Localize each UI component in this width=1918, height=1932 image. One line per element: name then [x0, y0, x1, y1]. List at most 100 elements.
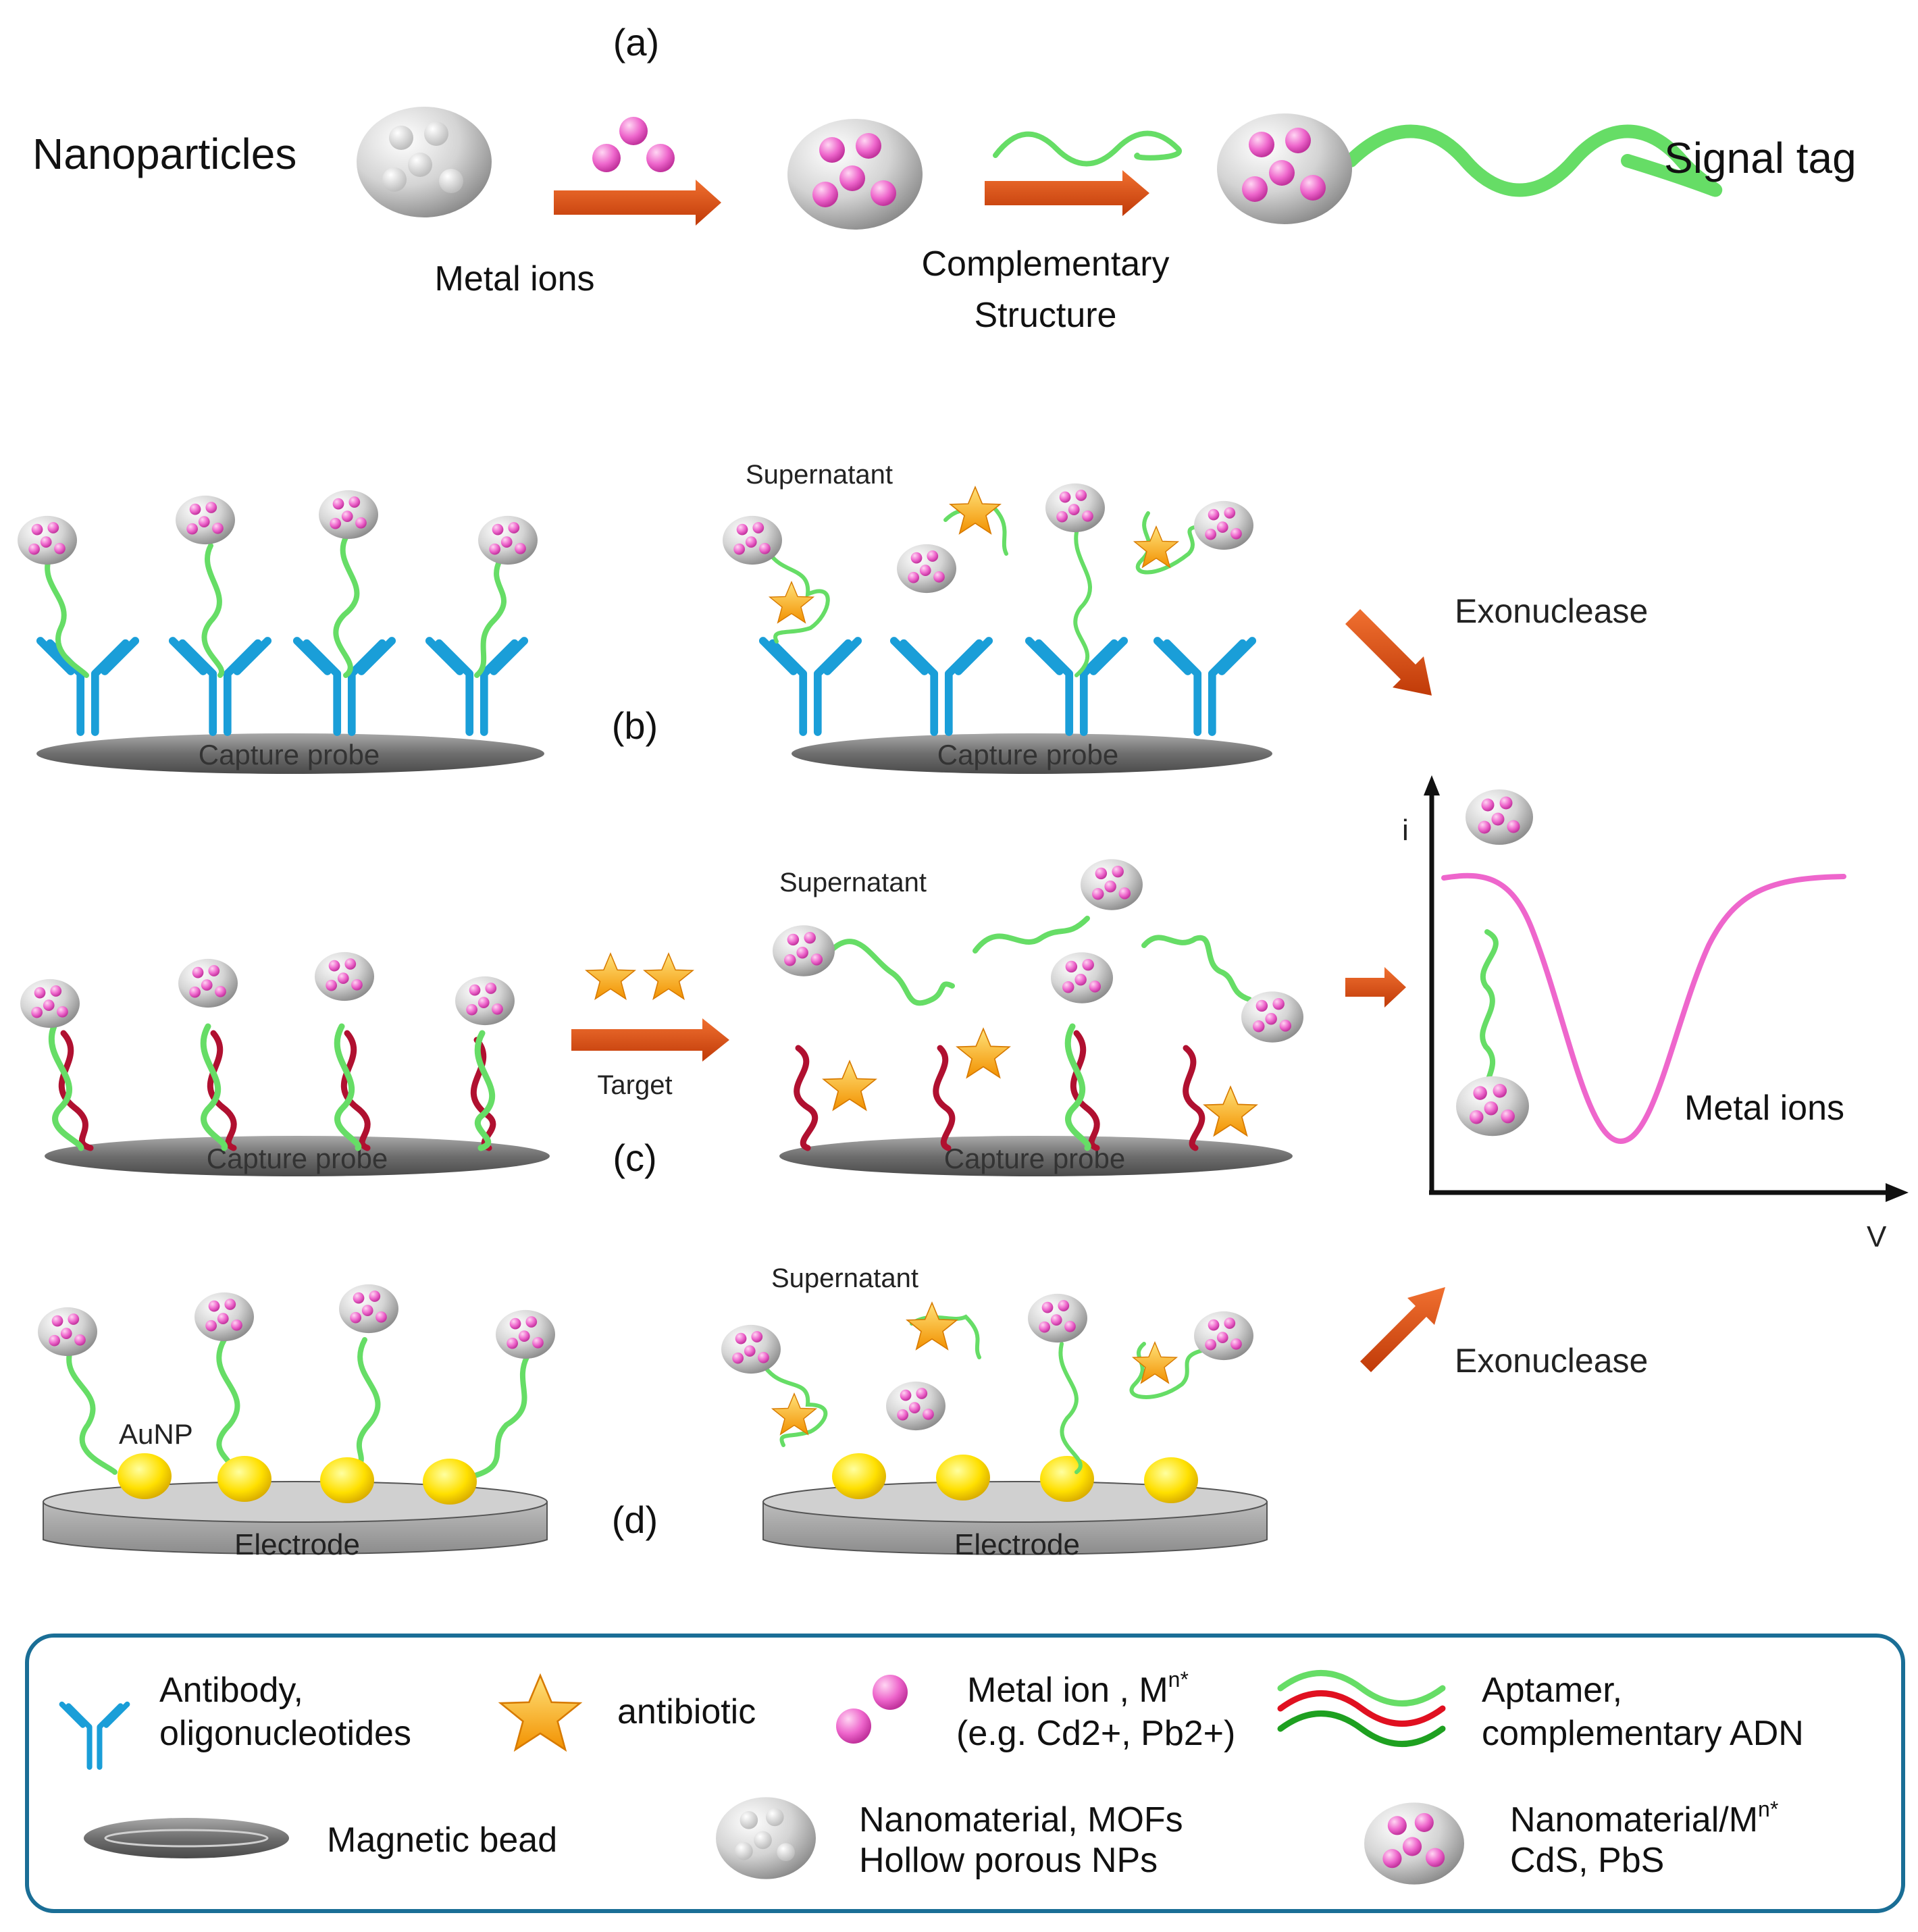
loaded-nanoparticle-icon: [1045, 483, 1105, 533]
legend-nanomat-line2: Hollow porous NPs: [859, 1841, 1158, 1880]
aunp-icon: [118, 1453, 172, 1499]
aunp-label: AuNP: [119, 1418, 193, 1450]
aunp-icon: [832, 1453, 886, 1499]
panel-c: Capture probe Target (c) Capture probe S…: [20, 859, 1406, 1179]
aunp-icon: [423, 1459, 477, 1505]
loaded-nanoparticle-icon: [178, 958, 238, 1008]
panel-b: Capture probe (b) Capture probe Supernat…: [18, 460, 1648, 774]
target-arrow-icon: [571, 1018, 729, 1062]
loaded-nanoparticle-icon: [773, 925, 835, 976]
free-aptamer-strands-c: [828, 916, 1252, 1006]
loaded-nanoparticle-icon: [1456, 1076, 1529, 1137]
loaded-nanoparticle-icon: [1466, 789, 1533, 845]
supernatant-label-d: Supernatant: [771, 1263, 918, 1293]
loaded-nanoparticle-icon: [1194, 1311, 1253, 1361]
legend-aptamer-line1: Aptamer,: [1482, 1671, 1622, 1710]
panel-b-tag: (b): [612, 704, 658, 747]
metal-ions-label: Metal ions: [435, 259, 595, 298]
nanoparticles-label: Nanoparticles: [32, 130, 296, 178]
loaded-nanoparticle-icon: [1241, 991, 1303, 1043]
loaded-nanoparticle-icon: [38, 1307, 97, 1357]
legend-metal-ion-icon: [836, 1675, 908, 1744]
loaded-nanoparticle-icon: [18, 515, 77, 565]
panel-a-tag: (a): [613, 21, 659, 63]
panel-d: Electrode AuNP (d) Electrode Supernatant: [38, 1263, 1648, 1561]
supernatant-label-b: Supernatant: [746, 460, 893, 490]
loaded-nanoparticle-icon: [897, 544, 956, 594]
legend: Antibody, oligonucleotides antibiotic Me…: [25, 1634, 1905, 1913]
antibiotic-star-icon: [956, 1028, 1010, 1078]
loaded-nanoparticle-icon: [195, 1292, 254, 1342]
antibody-icon: [1029, 641, 1124, 732]
loaded-nanoparticle-icon: [1194, 500, 1253, 550]
antibody-icon: [894, 641, 989, 732]
legend-metal-line1: Metal ion , Mn*: [967, 1667, 1189, 1710]
magnetic-bead-right: [792, 733, 1272, 774]
legend-aptamer-line2: complementary ADN: [1482, 1714, 1804, 1753]
aunp-icon: [936, 1455, 990, 1500]
target-star-icon: [586, 953, 636, 999]
x-axis-label: V: [1867, 1220, 1887, 1253]
electrode-label-right: Electrode: [954, 1528, 1080, 1561]
graph-aptamer-icon: [1480, 929, 1499, 1097]
loaded-nanoparticle-icon: [176, 495, 235, 545]
legend-loaded-line1: Nanomaterial/Mn*: [1510, 1797, 1778, 1839]
panel-a: (a) Nanoparticles Metal ions Complementa…: [32, 21, 1857, 335]
voltammogram-graph: i V Metal ions: [1402, 775, 1909, 1253]
arrow-step1-icon: [554, 180, 721, 226]
loaded-nanoparticle-icon: [723, 515, 782, 565]
antibody-icon: [1158, 641, 1252, 732]
panel-c-tag: (c): [613, 1137, 656, 1179]
panel-d-tag: (d): [612, 1498, 658, 1541]
complementary-label-line2: Structure: [975, 296, 1117, 335]
y-axis-arrowhead: [1424, 775, 1440, 795]
loaded-nanoparticle-icon: [1028, 1293, 1087, 1343]
legend-antibody-line2: oligonucleotides: [159, 1714, 411, 1753]
loaded-nanoparticle-icon: [20, 978, 80, 1028]
aunp-icon: [1040, 1456, 1094, 1502]
legend-nanomat-line1: Nanomaterial, MOFs: [859, 1800, 1183, 1839]
arrow-step2-icon: [985, 170, 1149, 216]
capture-probe-label-b-left: Capture probe: [199, 739, 380, 771]
legend-metal-line2: (e.g. Cd2+, Pb2+): [956, 1714, 1235, 1753]
loaded-nanoparticle-icon: [787, 119, 923, 230]
complement-strands-c-right: [794, 1045, 1206, 1151]
legend-loaded-nanoparticle-icon: [1364, 1802, 1464, 1885]
aptamer-strands-b-left: [45, 535, 507, 678]
signal-tag-label: Signal tag: [1664, 134, 1857, 182]
exonuclease-label-b: Exonuclease: [1455, 592, 1648, 630]
aptamer-strands-d-right: [764, 1314, 1204, 1474]
legend-bead-label: Magnetic bead: [327, 1821, 557, 1860]
signal-tag-nanoparticle-icon: [1217, 113, 1352, 224]
loaded-nanoparticle-icon: [496, 1309, 555, 1359]
antibiotic-star-icon: [950, 486, 1001, 534]
loaded-nanoparticle-icon: [1081, 859, 1143, 910]
antibody-icon: [41, 641, 135, 732]
signal-tag-strand-icon: [1344, 124, 1723, 197]
aptamer-strands-b-right: [768, 503, 1204, 677]
target-star-icon: [644, 953, 694, 999]
magnetic-bead-c-left: [45, 1136, 550, 1176]
loaded-nanoparticle-icon: [1051, 952, 1113, 1003]
legend-magnetic-bead-icon: [84, 1818, 289, 1858]
y-axis-label: i: [1402, 814, 1409, 847]
magnetic-bead-c-right: [779, 1136, 1293, 1176]
loaded-nanoparticle-icon: [721, 1324, 781, 1374]
electrode-left-top: [43, 1481, 548, 1523]
x-axis-arrowhead: [1886, 1183, 1909, 1202]
antibiotic-star-icon: [823, 1060, 877, 1111]
supernatant-label-c: Supernatant: [779, 868, 927, 897]
legend-antibody-line1: Antibody,: [159, 1671, 303, 1710]
legend-aptamer-icon: [1277, 1670, 1446, 1747]
loaded-nanoparticle-icon: [319, 490, 378, 540]
exonuclease-arrow-b-icon: [1345, 609, 1432, 696]
legend-loaded-line2: CdS, PbS: [1510, 1841, 1664, 1880]
metal-ions-peak-label: Metal ions: [1684, 1089, 1844, 1128]
exonuclease-label-d: Exonuclease: [1455, 1342, 1648, 1380]
aptamer-strands-d-left: [66, 1337, 529, 1479]
legend-antibiotic-label: antibiotic: [617, 1692, 756, 1731]
complementary-label-line1: Complementary: [921, 244, 1169, 284]
loaded-nanoparticle-icon: [339, 1284, 398, 1334]
electrode-right-top: [762, 1481, 1268, 1523]
loaded-nanoparticle-icon: [315, 951, 374, 1001]
